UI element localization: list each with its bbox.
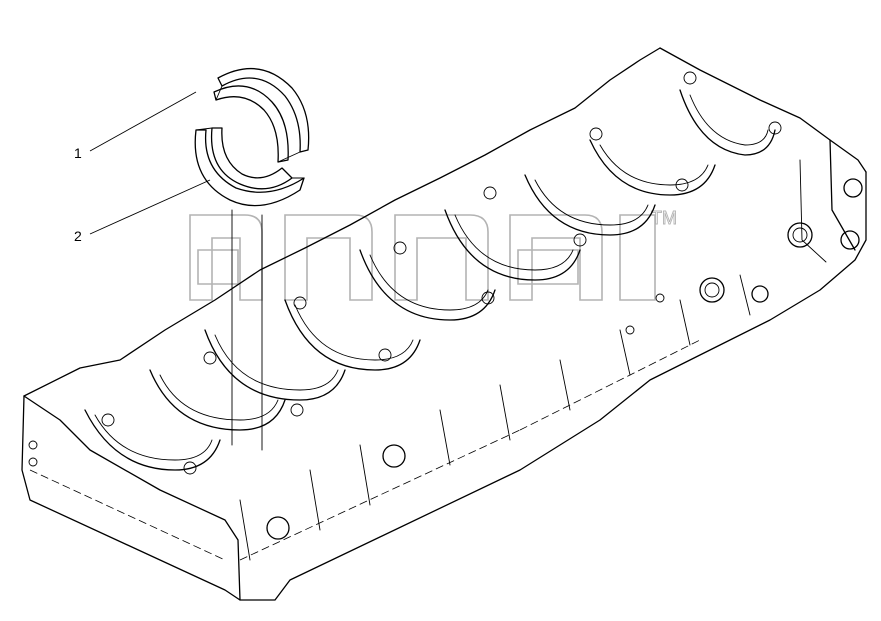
engine-block [21,47,867,601]
thrust-washers [194,67,310,207]
side-ports [28,178,863,540]
bolt-bosses [101,71,782,475]
leader-line-1 [89,91,197,152]
thrust-washer-upper [213,67,310,163]
skirt-ribs [239,274,751,561]
callout-leaders [89,91,211,235]
main-bearing-saddles [84,89,776,471]
thrust-washer-lower [194,127,305,207]
callout-label-2: 2 [74,228,82,244]
watermark: TM [189,208,677,301]
leader-line-2 [89,179,211,235]
callout-label-1: 1 [74,145,82,161]
watermark-tm: TM [651,208,677,228]
